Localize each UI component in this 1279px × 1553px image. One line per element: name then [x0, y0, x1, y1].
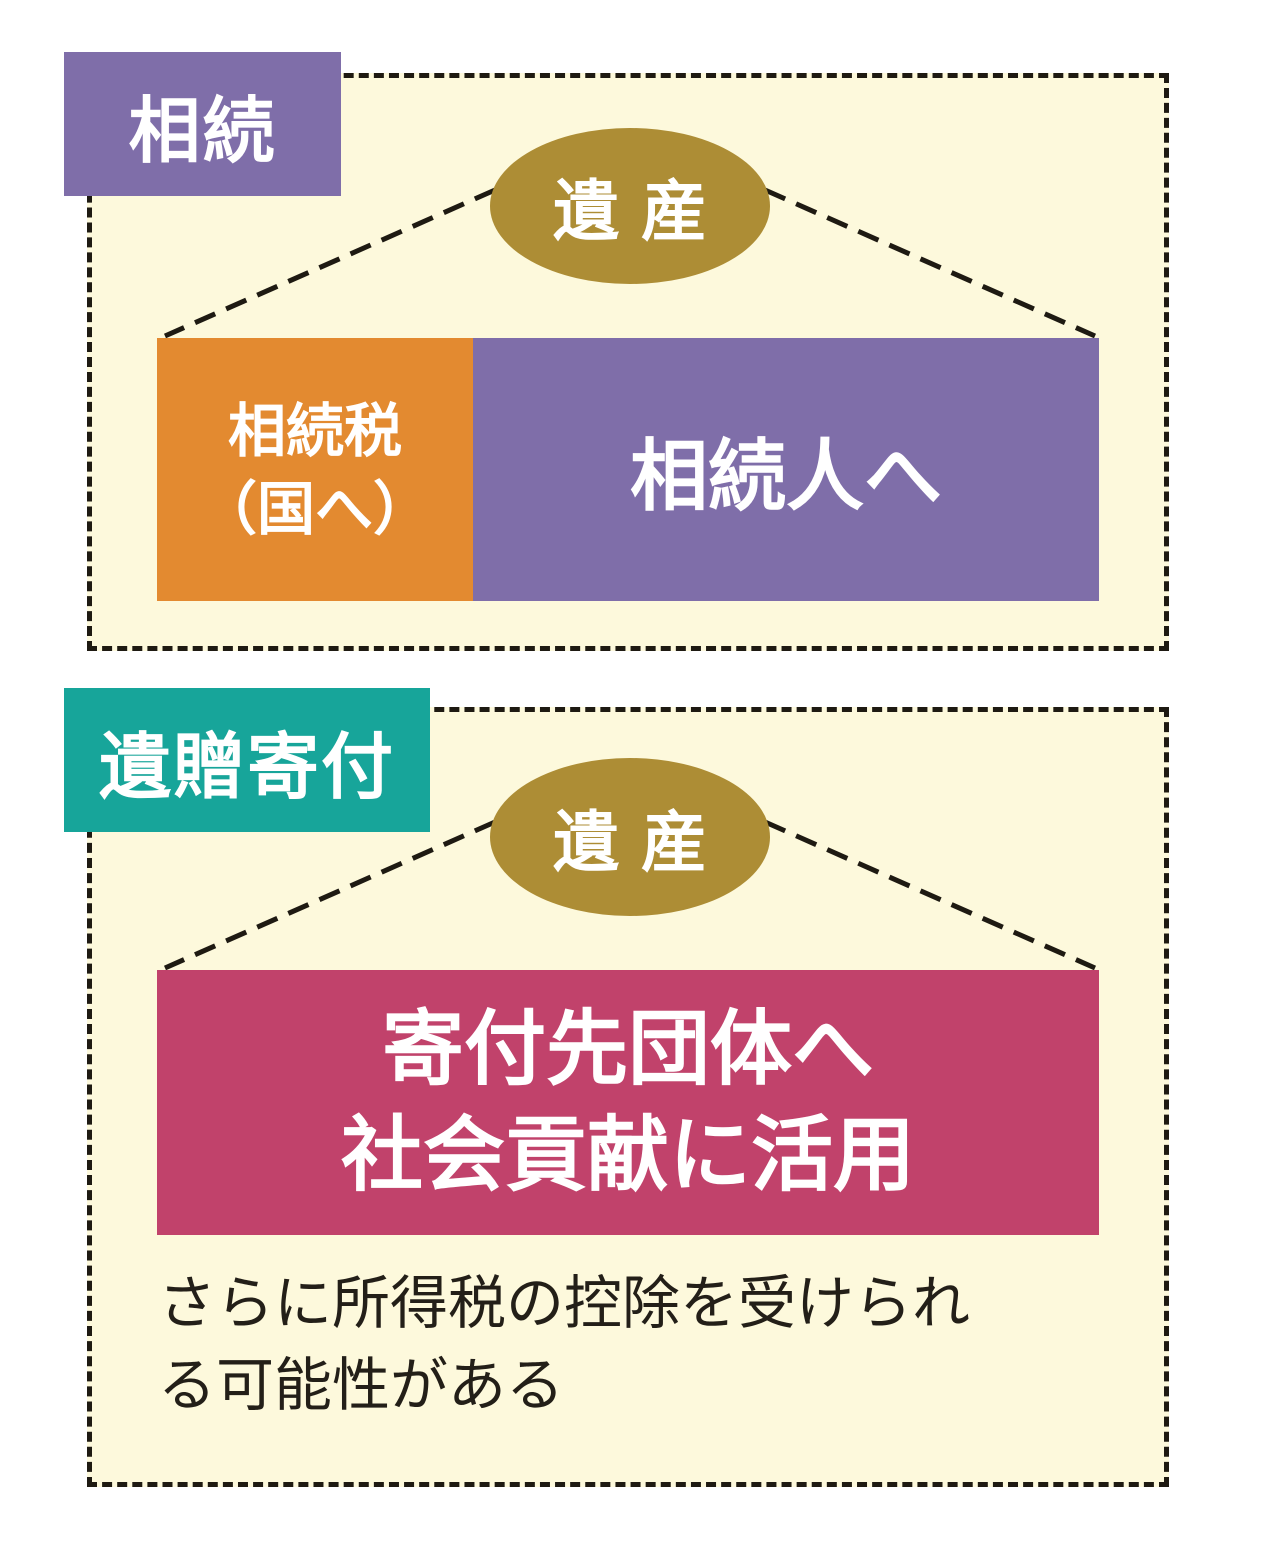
heirs-block: 相続人へ	[473, 338, 1099, 601]
inheritance-left-connector	[163, 187, 497, 339]
donation-block: 寄付先団体へ 社会貢献に活用	[157, 970, 1099, 1235]
bequest-tag-label: 遺贈寄付	[98, 724, 395, 809]
inheritance-tag: 相続	[64, 52, 341, 196]
tax-deduction-note: さらに所得税の控除を受けられ る可能性がある	[158, 1262, 1118, 1426]
tax-block-line2: （国へ）	[198, 474, 431, 543]
donation-block-line2: 社会貢献に活用	[340, 1107, 915, 1203]
bequest-estate-label: 遺産	[553, 804, 729, 881]
inheritance-estate-ellipse: 遺産	[490, 128, 770, 284]
note-line1: さらに所得税の控除を受けられ	[158, 1269, 971, 1337]
inheritance-right-connector	[763, 187, 1097, 339]
note-line2: る可能性がある	[158, 1351, 565, 1419]
bequest-tag: 遺贈寄付	[64, 688, 430, 832]
inheritance-tag-label: 相続	[128, 88, 277, 173]
inheritance-estate-label: 遺産	[553, 173, 729, 250]
heirs-block-label: 相続人へ	[629, 431, 942, 522]
tax-block-line1: 相続税	[227, 396, 402, 465]
donation-block-line1: 寄付先団体へ	[381, 1001, 874, 1097]
inheritance-tax-block: 相続税 （国へ）	[157, 338, 473, 601]
bequest-estate-ellipse: 遺産	[490, 758, 770, 916]
